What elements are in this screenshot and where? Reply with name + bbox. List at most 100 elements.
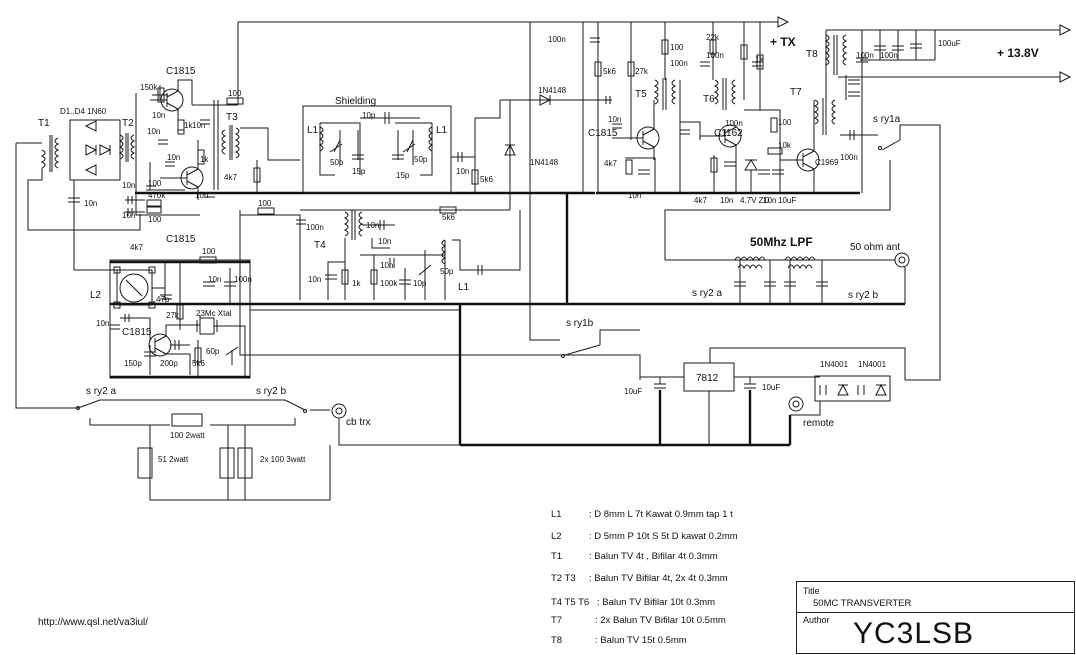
- source-url: http://www.qsl.net/va3iul/: [38, 617, 149, 628]
- component-value: 10p: [413, 279, 427, 288]
- component-value: 10n: [378, 237, 391, 246]
- component-value: 5k6: [480, 175, 493, 184]
- note-text: : Balun TV Bifilar 10t 0.3mm: [597, 597, 716, 608]
- component-value: 5k6: [192, 359, 205, 368]
- title-value: 50MC TRANSVERTER: [813, 598, 912, 609]
- note-text: : 2x Balun TV Bifilar 10t 0.5mm: [595, 615, 726, 626]
- title-row: Title 50MC TRANSVERTER: [797, 582, 1074, 613]
- note-text: : Balun TV 15t 0.5mm: [595, 635, 687, 646]
- label-sry1b: s ry1b: [566, 318, 594, 329]
- antenna-connector: [894, 252, 910, 268]
- label-zd: 4.7V ZD: [740, 196, 770, 205]
- component-value: 10n: [167, 153, 180, 162]
- component-value: 10n: [380, 261, 393, 270]
- component-value: 10n: [152, 111, 165, 120]
- component-value: 100n: [880, 51, 898, 60]
- label-shielding: Shielding: [335, 96, 376, 107]
- label-v138: + 13.8V: [997, 46, 1039, 60]
- label-r100-2w: 100 2watt: [170, 431, 205, 440]
- component-value: 10n: [122, 211, 135, 220]
- component-value: 10n: [122, 181, 135, 190]
- label-cbtrx: cb trx: [346, 417, 370, 428]
- component-value: 4k7: [224, 173, 237, 182]
- label-sry2b-bot: s ry2 b: [256, 386, 286, 397]
- label-T4: T4: [314, 240, 326, 251]
- component-value: 10n: [84, 199, 97, 208]
- component-value: 4k7: [694, 196, 707, 205]
- note-text: : D 5mm P 10t S 5t D kawat 0.2mm: [589, 531, 738, 542]
- component-value: 1k: [755, 55, 764, 64]
- label-lpf: 50Mhz LPF: [750, 235, 813, 249]
- component-value: 4k7: [130, 243, 143, 252]
- component-value: 50p: [440, 267, 454, 276]
- note-key: T7: [551, 615, 563, 626]
- label-r51-2w: 51 2watt: [158, 455, 189, 464]
- note-text: : D 8mm L 7t Kawat 0.9mm tap 1 t: [589, 509, 733, 520]
- label-sry2a-top: s ry2 a: [692, 288, 722, 299]
- component-value: 10n: [147, 127, 160, 136]
- component-value: 100n: [548, 35, 566, 44]
- label-reg: 7812: [696, 373, 719, 384]
- component-value: 10n: [308, 275, 321, 284]
- component-value: 10n: [96, 319, 109, 328]
- note-key: L1: [551, 509, 562, 520]
- component-value: 1k: [184, 121, 193, 130]
- label-sry1a: s ry1a: [873, 114, 901, 125]
- component-value: 150k: [140, 83, 158, 92]
- label-L1c: L1: [458, 282, 470, 293]
- component-value: 470k: [148, 191, 166, 200]
- note-text: : Balun TV 4t , Bifilar 4t 0.3mm: [589, 551, 718, 562]
- component-value: 1k: [200, 155, 209, 164]
- component-value: 100: [670, 43, 684, 52]
- label-t5q: C1815: [588, 128, 618, 139]
- component-value: 100: [148, 215, 162, 224]
- component-value: 1k: [352, 279, 361, 288]
- label-T8: T8: [806, 49, 818, 60]
- component-value: 10n: [366, 221, 379, 230]
- v138-terminal-top-icon: [1059, 24, 1072, 36]
- component-value: 100n: [706, 51, 724, 60]
- label-q3: C1815: [122, 327, 152, 338]
- component-value: 4k7: [604, 159, 617, 168]
- tx-terminal-icon: [777, 16, 790, 28]
- component-value: 22k: [706, 33, 720, 42]
- component-value: 47p: [156, 295, 170, 304]
- note-text: : Balun TV Bifilar 4t, 2x 4t 0.3mm: [589, 573, 728, 584]
- component-value: 60p: [206, 347, 220, 356]
- label-L1a: L1: [307, 125, 319, 136]
- component-value: 100n: [306, 223, 324, 232]
- component-value: 10n: [192, 121, 205, 130]
- title-label: Title: [803, 586, 820, 596]
- component-value: 15p: [396, 171, 410, 180]
- component-value: 100n: [856, 51, 874, 60]
- label-L2: L2: [90, 290, 102, 301]
- label-r2x100: 2x 100 3watt: [260, 455, 306, 464]
- component-value: 100: [258, 199, 272, 208]
- label-1n4148a: 1N4148: [538, 86, 567, 95]
- component-value: 5k6: [603, 67, 616, 76]
- component-value: 15p: [352, 167, 366, 176]
- component-value: 10n: [456, 167, 469, 176]
- note-key: T4 T5 T6: [551, 597, 590, 608]
- label-1n4001a: 1N4001: [820, 360, 849, 369]
- component-value: 10n: [208, 275, 221, 284]
- component-value: 100uF: [938, 39, 961, 48]
- component-value: 10uF: [778, 196, 796, 205]
- author-value: YC3LSB: [853, 617, 975, 650]
- component-value: 100k: [380, 279, 398, 288]
- component-value: 10n: [195, 191, 208, 200]
- component-value: 100: [202, 247, 216, 256]
- label-xtal: 23Mc Xtal: [196, 309, 232, 318]
- label-diodes: D1..D4 1N60: [60, 107, 107, 116]
- component-value: 10n: [763, 196, 776, 205]
- component-value: 100n: [234, 275, 252, 284]
- note-key: L2: [551, 531, 562, 542]
- component-value: 10uF: [624, 387, 642, 396]
- label-t7q: C1969: [815, 158, 839, 167]
- label-1n4001b: 1N4001: [858, 360, 887, 369]
- component-value: 200p: [160, 359, 178, 368]
- label-L1b: L1: [436, 125, 448, 136]
- note-key: T8: [551, 635, 563, 646]
